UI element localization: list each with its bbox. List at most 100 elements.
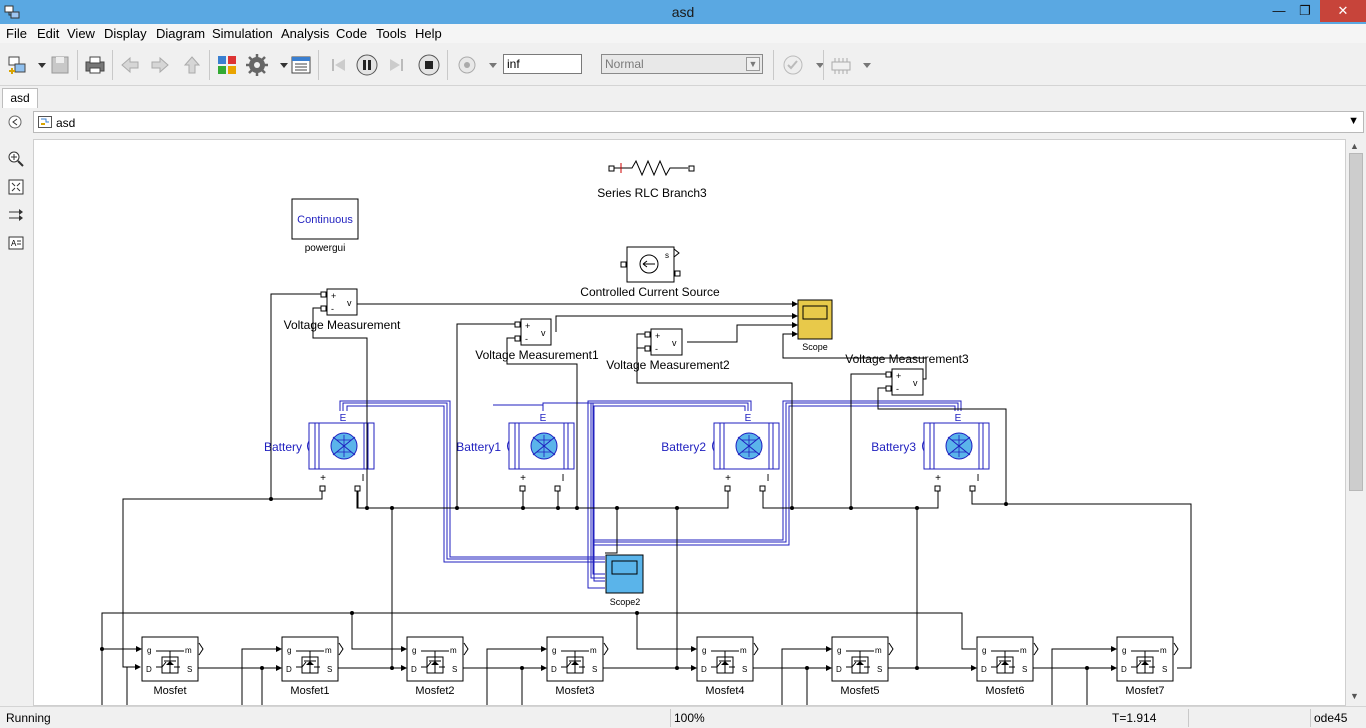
toolbar-separator <box>447 50 448 80</box>
mosfet-caption: Mosfet2 <box>415 685 454 697</box>
record-icon[interactable] <box>455 53 479 77</box>
pause-button[interactable] <box>355 53 379 77</box>
window-title: asd <box>671 4 695 20</box>
model-advisor-icon[interactable] <box>781 53 805 77</box>
step-forward-icon[interactable] <box>385 53 409 77</box>
simulation-mode-select[interactable]: Normal ▼ <box>601 54 763 74</box>
annotation-icon[interactable]: A <box>7 234 25 252</box>
mosfet-port-s: S <box>877 665 882 674</box>
model-explorer-icon[interactable] <box>289 53 313 77</box>
menu-code[interactable]: Code <box>336 26 368 41</box>
chevron-down-icon[interactable] <box>855 53 871 77</box>
menu-view[interactable]: View <box>67 26 95 41</box>
scope-block[interactable]: Scope <box>797 299 833 352</box>
gear-icon[interactable] <box>245 53 269 77</box>
status-separator <box>670 709 671 727</box>
junction-dots <box>100 497 1089 670</box>
voltage-measurement-block[interactable]: + - v Voltage Measurement1 <box>475 318 599 362</box>
menu-bar: File Edit View Display Diagram Simulatio… <box>0 24 1366 43</box>
chevron-down-icon[interactable] <box>30 53 46 77</box>
menu-display[interactable]: Display <box>104 26 147 41</box>
menu-file[interactable]: File <box>6 26 27 41</box>
hide-browser-icon[interactable] <box>8 115 22 129</box>
scroll-down-icon[interactable]: ▼ <box>1350 691 1359 701</box>
stop-time-input[interactable] <box>503 54 582 74</box>
scroll-up-icon[interactable]: ▲ <box>1350 141 1359 151</box>
voltage-measurement-block[interactable]: + - v Voltage Measurement2 <box>606 328 730 372</box>
stop-button[interactable] <box>417 53 441 77</box>
print-icon[interactable] <box>83 53 107 77</box>
mosfet-port-d: D <box>411 665 417 674</box>
toolbar-separator <box>823 50 824 80</box>
vertical-scrollbar[interactable]: ▲ ▼ <box>1346 139 1366 706</box>
forward-arrow-icon[interactable] <box>148 53 172 77</box>
fit-to-view-icon[interactable] <box>7 178 25 196</box>
vm-caption: Voltage Measurement3 <box>845 352 969 366</box>
scrollbar-thumb[interactable] <box>1349 153 1363 491</box>
series-rlc-block[interactable]: Series RLC Branch3 <box>597 159 707 200</box>
menu-help[interactable]: Help <box>415 26 442 41</box>
new-model-icon[interactable] <box>6 53 30 77</box>
menu-diagram[interactable]: Diagram <box>156 26 206 41</box>
mosfet-port-g: g <box>552 646 556 655</box>
battery-port-i: I <box>362 473 365 484</box>
simulation-time: T=1.914 <box>1112 711 1157 725</box>
mosfet-port-d: D <box>836 665 842 674</box>
voltage-measurement-block[interactable]: + - v Voltage Measurement3 <box>845 352 969 396</box>
powergui-block[interactable]: Continuous powergui <box>291 198 359 254</box>
controlled-current-source-block[interactable]: s Controlled Current Source <box>580 246 720 299</box>
up-arrow-icon[interactable] <box>180 53 204 77</box>
menu-analysis[interactable]: Analysis <box>281 26 330 41</box>
menu-simulation[interactable]: Simulation <box>212 26 273 41</box>
step-back-icon[interactable] <box>326 53 350 77</box>
chevron-down-icon[interactable] <box>481 53 497 77</box>
chevron-down-icon[interactable] <box>272 53 288 77</box>
mosfet-port-d: D <box>551 665 557 674</box>
scope2-block[interactable]: Scope2 <box>605 554 644 607</box>
battery-block[interactable]: Battery3 E + I <box>871 413 990 492</box>
library-browser-icon[interactable] <box>215 53 239 77</box>
model-icon <box>38 116 52 128</box>
menu-edit[interactable]: Edit <box>37 26 60 41</box>
battery-block[interactable]: Battery2 E + I <box>661 413 780 492</box>
mosfet-port-m: m <box>740 646 747 655</box>
close-button[interactable]: ✕ <box>1320 0 1366 22</box>
battery-bus-signals <box>339 400 962 589</box>
chevron-down-icon[interactable] <box>808 53 824 77</box>
chevron-down-icon[interactable]: ▼ <box>1348 115 1359 127</box>
model-path-breadcrumb[interactable]: asd ▼ <box>33 111 1364 133</box>
minimize-button[interactable]: — <box>1272 3 1286 18</box>
address-bar: asd ▼ <box>0 108 1366 136</box>
mosfet-port-d: D <box>286 665 292 674</box>
menu-tools[interactable]: Tools <box>376 26 407 41</box>
arrow-right-icon[interactable] <box>7 206 25 224</box>
build-model-icon[interactable] <box>829 53 853 77</box>
model-canvas[interactable]: Series RLC Branch3 Continuous powergui s… <box>33 139 1346 706</box>
model-path-text: asd <box>56 116 76 130</box>
mosfet-port-s: S <box>1022 665 1027 674</box>
voltage-measurement-block[interactable]: + - v Voltage Measurement <box>284 288 401 332</box>
simulation-mode-value: Normal <box>605 57 644 71</box>
save-icon[interactable] <box>48 53 72 77</box>
zoom-icon[interactable] <box>7 150 25 168</box>
maximize-button[interactable]: ❐ <box>1299 3 1311 18</box>
status-separator <box>1310 709 1311 727</box>
back-arrow-icon[interactable] <box>118 53 142 77</box>
mosfet-port-g: g <box>287 646 291 655</box>
simulink-app-icon <box>4 5 20 19</box>
vm-port-minus: - <box>331 304 334 314</box>
battery-block[interactable]: Battery1 E + I <box>456 413 575 492</box>
battery-caption: Battery1 <box>456 440 501 454</box>
battery-block[interactable]: Battery E + I <box>264 413 375 492</box>
tab-asd[interactable]: asd <box>2 88 38 108</box>
vm-caption: Voltage Measurement <box>284 318 401 332</box>
vm-port-v: v <box>541 328 546 338</box>
